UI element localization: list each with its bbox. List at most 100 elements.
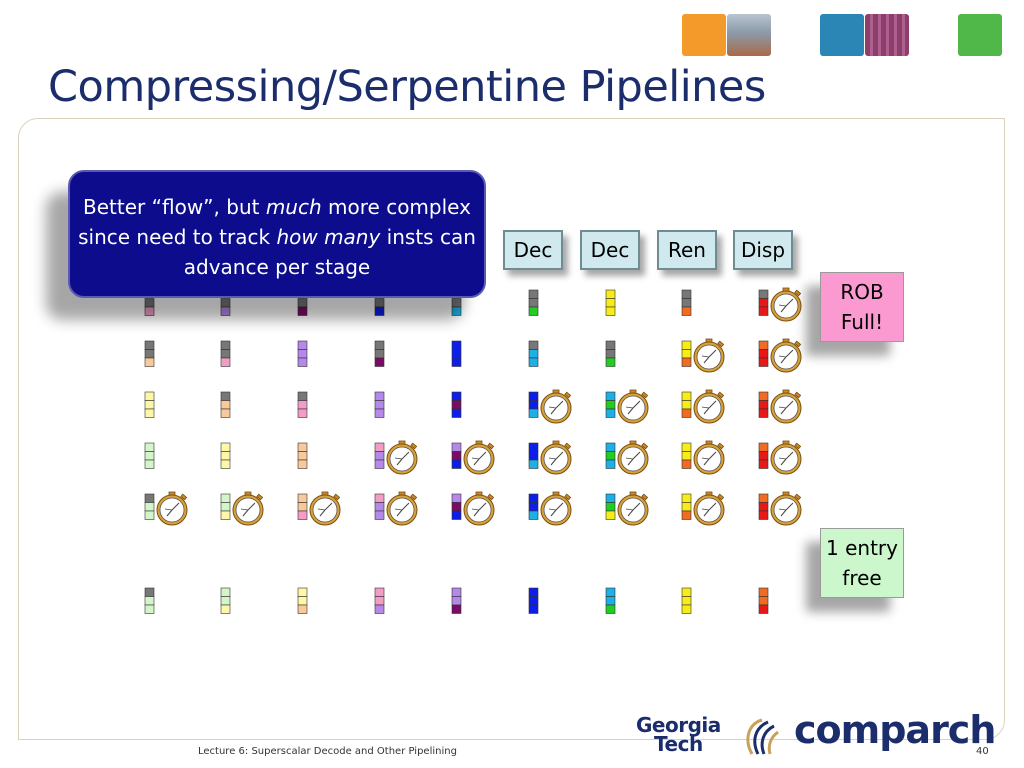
instruction-cell xyxy=(298,494,307,503)
instruction-cell xyxy=(759,511,768,520)
callout-emphasis-much: much xyxy=(266,195,322,219)
instruction-cell xyxy=(606,299,615,308)
instruction-cell xyxy=(759,307,768,316)
instruction-cell xyxy=(221,341,230,350)
instruction-cell xyxy=(298,460,307,469)
instruction-cell xyxy=(606,494,615,503)
instruction-cell xyxy=(759,605,768,614)
instruction-cell xyxy=(452,341,461,350)
instruction-cell xyxy=(145,511,154,520)
stopwatch-icon xyxy=(618,441,648,474)
stopwatch-icon xyxy=(541,441,571,474)
instruction-cell xyxy=(529,409,538,418)
instruction-cell xyxy=(529,605,538,614)
instruction-stack xyxy=(452,492,494,525)
instruction-cell xyxy=(375,494,384,503)
instruction-stack xyxy=(221,588,230,614)
instruction-cell xyxy=(682,443,691,452)
instruction-cell xyxy=(145,358,154,367)
instruction-cell xyxy=(606,460,615,469)
instruction-cell xyxy=(375,452,384,461)
instruction-cell xyxy=(682,597,691,606)
instruction-stack xyxy=(529,341,538,367)
instruction-cell xyxy=(452,401,461,410)
instruction-cell xyxy=(452,443,461,452)
instruction-cell xyxy=(145,392,154,401)
instruction-cell xyxy=(452,452,461,461)
instruction-cell xyxy=(606,452,615,461)
instruction-cell xyxy=(529,511,538,520)
stopwatch-icon xyxy=(464,441,494,474)
instruction-cell xyxy=(606,443,615,452)
instruction-cell xyxy=(375,597,384,606)
instruction-stack xyxy=(221,443,230,469)
instruction-cell xyxy=(606,597,615,606)
instruction-cell xyxy=(452,409,461,418)
instruction-cell xyxy=(145,443,154,452)
instruction-stack xyxy=(145,443,154,469)
instruction-cell xyxy=(298,588,307,597)
instruction-cell xyxy=(682,494,691,503)
instruction-cell xyxy=(145,341,154,350)
instruction-cell xyxy=(221,605,230,614)
instruction-cell xyxy=(375,588,384,597)
instruction-cell xyxy=(529,290,538,299)
instruction-cell xyxy=(606,341,615,350)
instruction-stack xyxy=(606,441,648,474)
instruction-stack xyxy=(298,492,340,525)
instruction-stack xyxy=(759,492,801,525)
stopwatch-icon xyxy=(233,492,263,525)
instruction-cell xyxy=(529,443,538,452)
instruction-cell xyxy=(759,392,768,401)
instruction-cell xyxy=(145,605,154,614)
instruction-cell xyxy=(298,443,307,452)
instruction-stack xyxy=(759,441,801,474)
instruction-cell xyxy=(682,605,691,614)
stopwatch-icon xyxy=(771,390,801,423)
instruction-cell xyxy=(759,358,768,367)
instruction-cell xyxy=(452,392,461,401)
instruction-cell xyxy=(221,588,230,597)
instruction-cell xyxy=(375,511,384,520)
instruction-stack xyxy=(375,299,384,316)
stopwatch-icon xyxy=(387,441,417,474)
instruction-cell xyxy=(606,605,615,614)
instruction-stack xyxy=(298,392,307,418)
instruction-cell xyxy=(529,341,538,350)
instruction-cell xyxy=(375,392,384,401)
instruction-cell xyxy=(145,409,154,418)
instruction-stack xyxy=(529,390,571,423)
instruction-stack xyxy=(298,588,307,614)
instruction-cell xyxy=(145,588,154,597)
stopwatch-icon xyxy=(694,492,724,525)
instruction-cell xyxy=(298,401,307,410)
instruction-cell xyxy=(145,401,154,410)
stopwatch-icon xyxy=(771,339,801,372)
instruction-cell xyxy=(759,503,768,512)
instruction-stack xyxy=(759,288,801,321)
stopwatch-icon xyxy=(771,288,801,321)
callout-emphasis-how-many: how many xyxy=(276,225,380,249)
stopwatch-icon xyxy=(157,492,187,525)
instruction-cell xyxy=(682,307,691,316)
instruction-cell xyxy=(759,401,768,410)
instruction-stack xyxy=(145,392,154,418)
instruction-stack xyxy=(682,441,724,474)
stopwatch-icon xyxy=(771,441,801,474)
instruction-cell xyxy=(452,511,461,520)
instruction-cell xyxy=(606,358,615,367)
instruction-cell xyxy=(759,409,768,418)
instruction-cell xyxy=(375,341,384,350)
footer-lecture: Lecture 6: Superscalar Decode and Other … xyxy=(198,746,457,757)
rob-line-1: ROB xyxy=(821,277,903,307)
instruction-cell xyxy=(452,494,461,503)
instruction-cell xyxy=(221,511,230,520)
instruction-stack xyxy=(375,392,384,418)
stopwatch-icon xyxy=(541,492,571,525)
instruction-cell xyxy=(298,503,307,512)
instruction-cell xyxy=(221,409,230,418)
instruction-stack xyxy=(452,441,494,474)
stopwatch-icon xyxy=(771,492,801,525)
instruction-cell xyxy=(452,597,461,606)
free-line-2: free xyxy=(821,563,903,593)
